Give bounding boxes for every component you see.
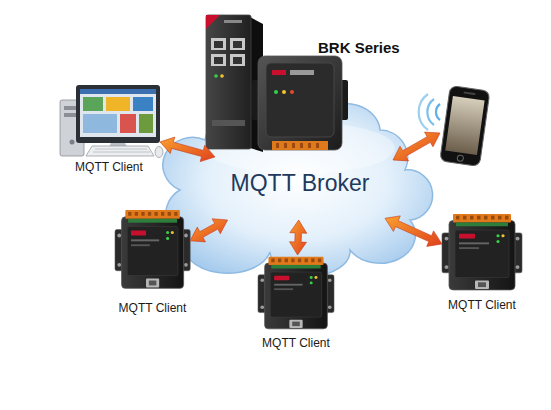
text-box: MQTT Client bbox=[34, 160, 184, 174]
client-name: MQTT Client bbox=[226, 336, 366, 350]
broker-name: MQTT Broker bbox=[231, 171, 370, 196]
client-node: MQTT Client bbox=[250, 255, 342, 350]
text-box: MQTT Broker bbox=[215, 140, 385, 220]
client-node: MQTT Client bbox=[115, 208, 190, 315]
cloud-outline bbox=[163, 102, 433, 276]
broker-cloud: MQTT Broker bbox=[215, 140, 385, 220]
client-node: MQTT Client bbox=[58, 82, 160, 174]
cloud-highlight bbox=[205, 122, 395, 174]
double-arrow bbox=[393, 132, 440, 161]
text-box: MQTT Client bbox=[91, 301, 214, 315]
client-name: MQTT Client bbox=[91, 301, 214, 315]
text-box: MQTT Client bbox=[226, 336, 366, 350]
client-node: MQTT Client bbox=[442, 212, 522, 312]
client-name: MQTT Client bbox=[34, 160, 184, 174]
client-name: MQTT Client bbox=[418, 298, 546, 312]
series-label: BRK Series bbox=[318, 39, 400, 57]
text-box: MQTT Client bbox=[418, 298, 546, 312]
